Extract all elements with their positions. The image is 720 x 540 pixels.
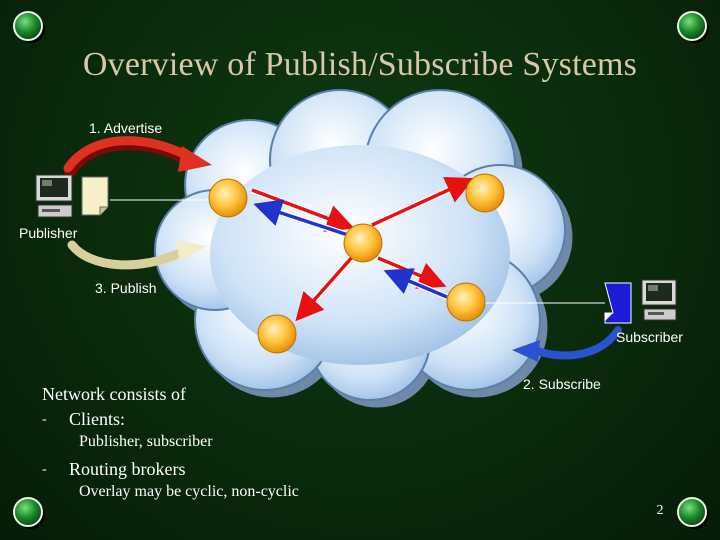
subscribe-label: 2. Subscribe [523, 376, 601, 392]
item-label: Routing brokers [69, 459, 186, 479]
item-detail: Publisher, subscriber [79, 433, 213, 450]
item-label: Clients: [69, 409, 126, 429]
corner-ball-icon [13, 497, 45, 529]
publish-arrow [251, 188, 355, 232]
publish-curve-arrow [67, 240, 206, 270]
subscribe-arrow [383, 268, 448, 299]
notes-heading: Network consists of [42, 384, 186, 404]
broker-node [257, 314, 297, 354]
network-notes: Network consists of - Clients: Publisher… [42, 384, 372, 509]
subscribe-arrow [253, 199, 349, 237]
publisher-label: Publisher [19, 225, 78, 241]
publisher-document-icon [81, 176, 109, 216]
routing-brokers [208, 173, 505, 354]
subscribe-curve-arrow [512, 326, 622, 362]
broker-node [343, 223, 383, 263]
corner-ball-icon [677, 11, 709, 43]
subscriber-label: Subscriber [616, 329, 683, 345]
publisher-computer-icon [35, 174, 73, 218]
slide-title: Overview of Publish/Subscribe Systems [82, 46, 638, 83]
item-detail: Overlay may be cyclic, non-cyclic [79, 483, 299, 500]
list-item: - Routing brokers [42, 459, 372, 480]
routing-arrows [250, 177, 475, 322]
subscriber-computer-icon [641, 279, 677, 321]
bullet-dash: - [42, 462, 47, 477]
corner-ball-icon [677, 497, 709, 529]
broker-node [446, 282, 486, 322]
list-item: - Clients: [42, 409, 372, 430]
publish-arrow [295, 253, 356, 322]
bullet-dash: - [42, 412, 47, 427]
publish-arrow [371, 177, 475, 227]
page-number: 2 [656, 503, 664, 518]
advertise-label: 1. Advertise [89, 120, 163, 136]
subscriber-document-icon [604, 282, 632, 324]
broker-node [208, 178, 248, 218]
corner-ball-icon [13, 11, 45, 43]
broker-node [465, 173, 505, 213]
publish-label: 3. Publish [95, 280, 157, 296]
advertise-arrow [63, 136, 212, 178]
